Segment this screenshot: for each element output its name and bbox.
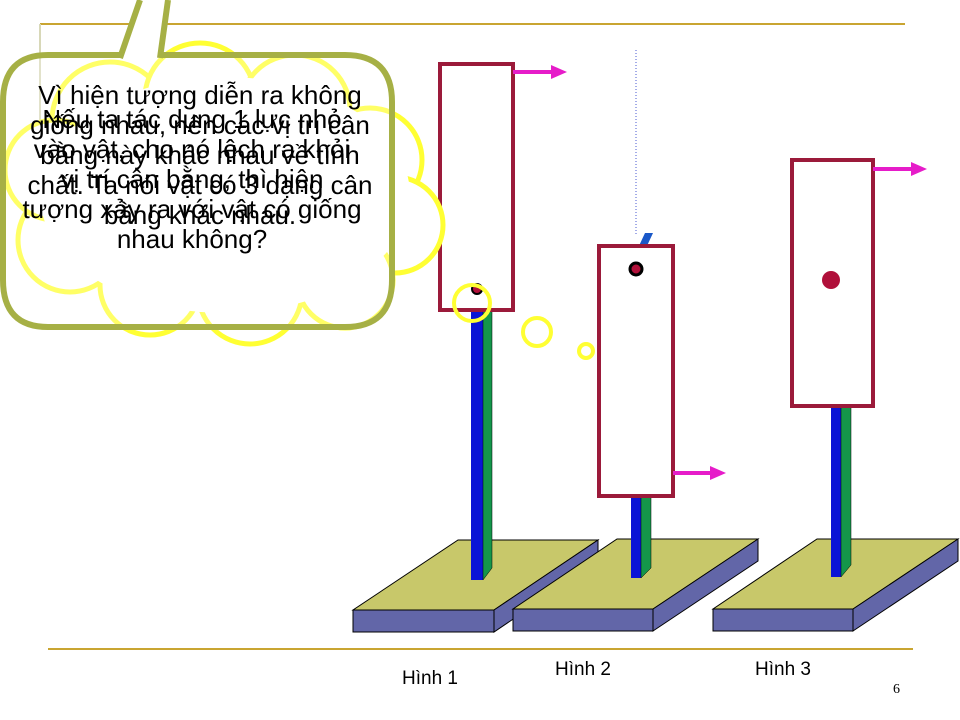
speech-bubble-icon [0, 52, 395, 330]
speech-bubble-tail [117, 0, 171, 59]
speech-bubble-text: Vì hiện tượng diễn ra không giống nhau, … [27, 80, 373, 230]
figure-2 [511, 233, 760, 632]
thought-cloud-body [40, 77, 410, 313]
figure-1 [351, 62, 600, 633]
block-2 [597, 244, 675, 498]
rod-1 [471, 289, 493, 581]
page-number: 6 [893, 682, 900, 697]
figure-2-caption: Hình 2 [555, 659, 611, 680]
block-1 [438, 62, 515, 312]
center-of-mass-dot-3 [822, 271, 840, 289]
thought-trail-circles [452, 283, 595, 360]
force-arrow-2 [673, 466, 726, 480]
figure-3-caption: Hình 3 [755, 659, 811, 680]
thought-bubble-text: Nếu ta tác dụng 1 lực nhỏ vào vật, cho n… [22, 104, 362, 254]
rod-3 [831, 399, 852, 578]
figure-1-caption: Hình 1 [402, 668, 458, 689]
force-arrow-1 [513, 65, 567, 79]
center-of-mass-dot-2 [628, 261, 644, 277]
force-arrow-3 [873, 162, 927, 176]
figure-3 [711, 158, 960, 632]
